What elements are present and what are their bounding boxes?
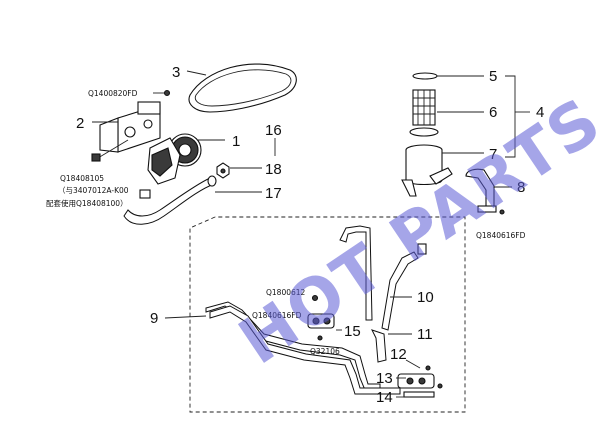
part-code-q18408105: Q18408105 xyxy=(60,174,104,183)
bolt-small xyxy=(311,294,319,302)
callout-3: 3 xyxy=(172,64,180,81)
pump-bracket xyxy=(99,101,161,153)
callout-4: 4 xyxy=(536,104,544,121)
reservoir-body xyxy=(401,127,453,197)
nut xyxy=(216,162,230,179)
callout-11: 11 xyxy=(417,326,433,343)
part-code-note-2: 配套使用Q18408100） xyxy=(46,198,128,208)
screw-small xyxy=(163,89,171,97)
part-code-q1840616fd-a: Q1840616FD xyxy=(476,231,526,240)
reservoir-filter xyxy=(412,89,436,126)
clamp-assembly xyxy=(397,365,443,398)
leader-lines xyxy=(92,70,530,398)
callout-10: 10 xyxy=(417,289,434,306)
callout-13: 13 xyxy=(376,370,393,387)
reservoir-cap xyxy=(412,72,438,80)
callout-16: 16 xyxy=(265,122,282,139)
pipe-clamp xyxy=(307,313,335,341)
steering-pump xyxy=(139,133,202,199)
callout-15: 15 xyxy=(344,323,361,340)
pipe-bracket xyxy=(465,168,505,215)
watermark-text: HOT PARTS xyxy=(227,84,600,379)
callout-9: 9 xyxy=(150,310,158,327)
part-code-q1800612: Q1800612 xyxy=(266,288,306,297)
callout-7: 7 xyxy=(489,146,497,163)
part-code-q1400820fd: Q1400820FD xyxy=(88,89,138,98)
part-code-q32106: Q32106 xyxy=(310,347,340,356)
part-code-q1840616fd-b: Q1840616FD xyxy=(252,311,302,320)
callout-1: 1 xyxy=(232,133,240,150)
callout-2: 2 xyxy=(76,115,84,132)
callout-18: 18 xyxy=(265,161,282,178)
callout-5: 5 xyxy=(489,68,497,85)
callout-14: 14 xyxy=(376,389,393,406)
callout-12: 12 xyxy=(390,346,407,363)
drive-belt xyxy=(188,63,297,113)
assembly-boundary xyxy=(189,216,466,413)
callout-17: 17 xyxy=(265,185,282,202)
return-hose xyxy=(381,243,427,331)
suction-hose xyxy=(123,175,217,225)
part-code-note-1: （与3407012A-K00 xyxy=(58,186,129,195)
callout-8: 8 xyxy=(517,179,525,196)
bracket-bolt xyxy=(91,139,129,162)
callout-6: 6 xyxy=(489,104,497,121)
